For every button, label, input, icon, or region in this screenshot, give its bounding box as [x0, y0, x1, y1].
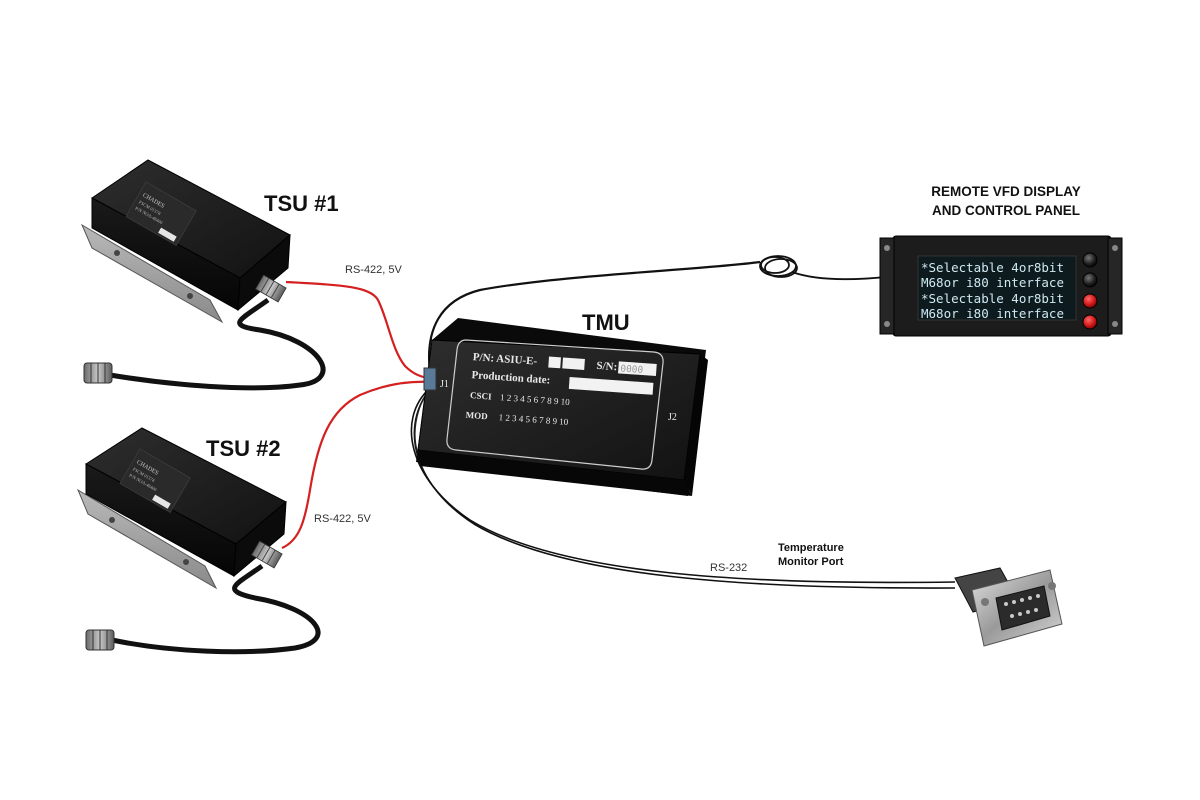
- tmu-pn-label: P/N: ASIU-E-: [472, 351, 537, 367]
- tmu-sn-label: S/N:: [596, 360, 618, 373]
- tsu2-tail-cable: [111, 563, 321, 655]
- tsu2-tail-plug: [85, 629, 115, 651]
- temperature-monitor-port-label: Temperature Monitor Port: [778, 541, 844, 569]
- vfd-panel: *Selectable 4or8bit M68or i80 interface …: [879, 235, 1123, 337]
- rs422-cable-tsu1: [285, 280, 433, 380]
- tmu-device: P/N: ASIU-E- S/N: 0000 Production date: …: [416, 318, 708, 496]
- tsu1-device: CHADES FSCM 01378 P/N NOA-48400: [80, 159, 291, 384]
- vfd-button-3[interactable]: [1082, 293, 1098, 309]
- tmu-mod-numbers: 1 2 3 4 5 6 7 8 9 10: [498, 412, 569, 427]
- tsu1-title: TSU #1: [264, 191, 339, 216]
- tsu2-title: TSU #2: [206, 436, 281, 461]
- tmu-production-date-label: Production date:: [471, 369, 551, 386]
- tmu-j2-label: J2: [668, 412, 677, 423]
- tmu-mod-label: MOD: [465, 410, 488, 422]
- vfd-line3: *Selectable 4or8bit: [921, 291, 1064, 306]
- rs232-cable-a: [410, 387, 956, 584]
- tmu-production-date-box: [568, 376, 654, 395]
- tsu1-tail-plug: [83, 362, 113, 384]
- vfd-line4: M68or i80 interface: [921, 306, 1064, 321]
- tmu-sn-value: 0000: [620, 363, 644, 376]
- tmu-j1-label: J1: [440, 379, 449, 390]
- vfd-title-line1: REMOTE VFD DISPLAY: [931, 184, 1081, 199]
- tmu-pn-box1: [548, 356, 561, 369]
- rs232-label: RS-232: [710, 562, 748, 574]
- vfd-cable-coil: [759, 255, 896, 281]
- vfd-button-1[interactable]: [1082, 252, 1098, 268]
- vfd-line1: *Selectable 4or8bit: [921, 260, 1064, 275]
- vfd-title-line2: AND CONTROL PANEL: [932, 203, 1080, 218]
- vfd-cable: [428, 260, 761, 373]
- tsu2-device: CHADES FSCM 01378 P/N NOA-48400: [76, 427, 287, 651]
- tmu-title: TMU: [582, 310, 630, 335]
- port-label-line2: Monitor Port: [778, 556, 844, 568]
- tmu-csci-numbers: 1 2 3 4 5 6 7 8 9 10: [500, 392, 571, 407]
- rs422-label-bottom: RS-422, 5V: [314, 513, 371, 525]
- rs422-label-top: RS-422, 5V: [345, 264, 402, 276]
- vfd-title: REMOTE VFD DISPLAY AND CONTROL PANEL: [906, 182, 1106, 220]
- port-label-line1: Temperature: [778, 542, 844, 554]
- tmu-sn-box: [618, 361, 657, 376]
- vfd-button-2[interactable]: [1082, 272, 1098, 288]
- db9-connector: [954, 567, 1063, 647]
- tmu-j1-connector: [423, 367, 437, 391]
- vfd-line2: M68or i80 interface: [921, 275, 1064, 290]
- rs422-cable-tsu2: [281, 380, 433, 550]
- vfd-screen: [917, 255, 1077, 321]
- tmu-label-plate: [446, 339, 664, 470]
- tsu1-tail-cable: [109, 297, 326, 391]
- tmu-pn-box2: [562, 357, 585, 370]
- vfd-button-4[interactable]: [1082, 314, 1098, 330]
- tmu-csci-label: CSCI: [470, 390, 493, 402]
